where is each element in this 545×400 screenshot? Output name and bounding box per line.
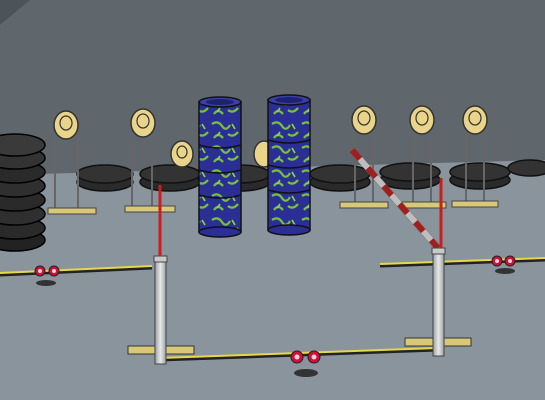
warning-light-center [290, 350, 321, 377]
target-2 [124, 108, 176, 213]
target-1 [47, 110, 97, 215]
target-3 [170, 140, 194, 168]
barrel-left [198, 96, 242, 238]
slalom-pole-right [404, 178, 472, 357]
barrel-right [267, 94, 311, 236]
target-7 [451, 105, 499, 208]
target-5 [339, 105, 389, 209]
tire-stack-left [0, 133, 46, 252]
warning-light-right [491, 255, 516, 274]
barrier-arm [349, 147, 441, 251]
slalom-pole-left [127, 185, 195, 365]
warning-light-left [34, 265, 60, 286]
target-6 [399, 105, 447, 209]
